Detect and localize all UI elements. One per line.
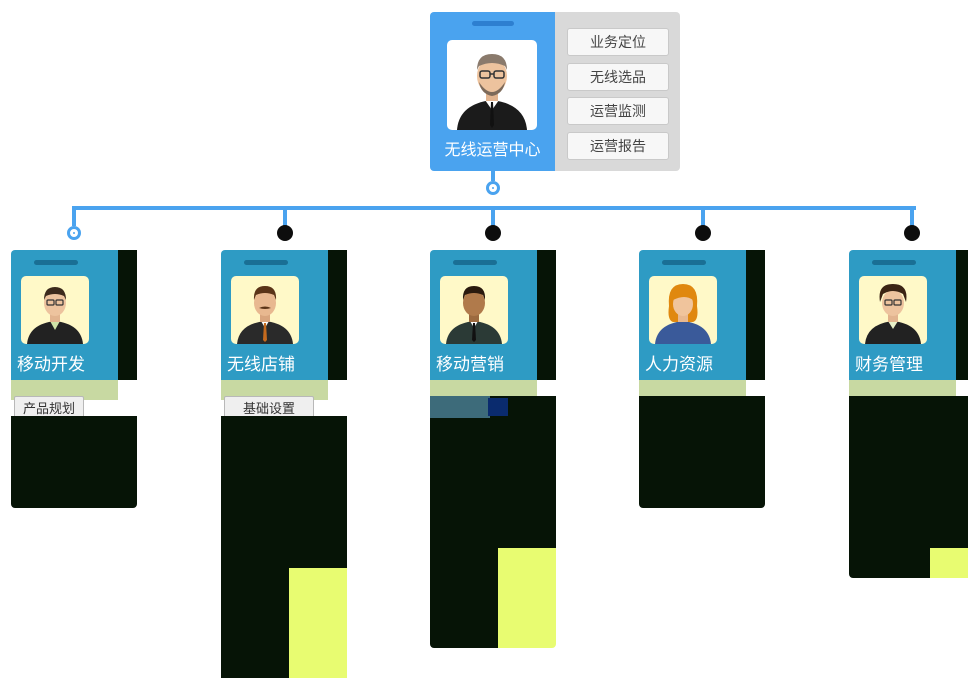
child-connector-node — [67, 226, 81, 240]
man-with-glasses-icon — [27, 287, 83, 344]
child-node-title: 移动营销 — [436, 355, 504, 374]
badge-slot — [472, 21, 514, 26]
child-node-body — [430, 396, 556, 548]
child-node-mobile-marketing: 移动营销 — [430, 250, 556, 648]
badge-slot — [244, 260, 288, 265]
child-node-highlight — [498, 548, 556, 648]
connector-drop — [701, 206, 705, 226]
child-node-title: 财务管理 — [855, 355, 923, 374]
child-node-side — [118, 250, 137, 380]
woman-with-glasses-icon — [865, 284, 921, 344]
avatar — [21, 276, 89, 344]
child-node-strip — [430, 380, 537, 400]
child-connector-node — [485, 225, 501, 241]
connector-drop — [910, 206, 914, 226]
child-node-strip — [849, 380, 956, 400]
connector-drop — [283, 206, 287, 226]
connector-drop — [72, 206, 76, 226]
child-connector-node — [695, 225, 711, 241]
child-node-title: 移动开发 — [17, 355, 85, 374]
menu-button-wireless-selection[interactable]: 无线选品 — [567, 63, 669, 91]
child-node-side — [537, 250, 556, 380]
child-node-side — [328, 250, 347, 380]
child-node-body — [639, 396, 765, 508]
avatar — [447, 40, 537, 130]
child-node-side — [956, 250, 968, 380]
child-node-side — [746, 250, 765, 380]
connector-stem — [491, 171, 495, 181]
root-connector-node — [486, 181, 500, 195]
child-node-body — [11, 416, 137, 508]
child-node-highlight — [930, 548, 968, 578]
child-connector-node — [904, 225, 920, 241]
menu-button-operation-monitoring[interactable]: 运营监测 — [567, 97, 669, 125]
child-node-body — [849, 396, 968, 548]
avatar — [649, 276, 717, 344]
badge-slot — [872, 260, 916, 265]
woman-avatar-icon — [655, 284, 711, 344]
child-node-body — [221, 568, 289, 678]
avatar — [859, 276, 927, 344]
child-node-human-resources: 人力资源 — [639, 250, 765, 508]
badge-slot — [34, 260, 78, 265]
child-node-body — [430, 548, 498, 648]
child-node-finance: 财务管理 — [849, 250, 968, 578]
connector-drop — [491, 206, 495, 226]
glitch-artifact — [430, 396, 490, 418]
child-node-strip — [639, 380, 746, 400]
badge-slot — [662, 260, 706, 265]
child-node-body — [849, 548, 930, 578]
man-with-mustache-icon — [237, 286, 293, 344]
menu-button-business-positioning[interactable]: 业务定位 — [567, 28, 669, 56]
avatar — [231, 276, 299, 344]
avatar — [440, 276, 508, 344]
child-node-wireless-store: 无线店铺 基础设置 — [221, 250, 347, 678]
child-node-strip — [11, 380, 118, 400]
badge-slot — [453, 260, 497, 265]
root-node-badge: 无线运营中心 — [430, 12, 555, 171]
child-node-strip — [221, 380, 328, 400]
child-node-mobile-dev: 移动开发 产品规划 — [11, 250, 137, 508]
glitch-artifact — [488, 398, 508, 416]
man-with-glasses-icon — [457, 54, 527, 130]
root-node-card: 无线运营中心 业务定位 无线选品 运营监测 运营报告 — [430, 12, 680, 171]
child-connector-node — [277, 225, 293, 241]
child-node-highlight — [289, 568, 347, 678]
root-node-title: 无线运营中心 — [444, 142, 541, 159]
child-node-body — [221, 416, 347, 568]
menu-button-operation-report[interactable]: 运营报告 — [567, 132, 669, 160]
man-avatar-icon — [446, 286, 502, 344]
child-node-title: 无线店铺 — [227, 355, 295, 374]
child-node-title: 人力资源 — [645, 355, 713, 374]
